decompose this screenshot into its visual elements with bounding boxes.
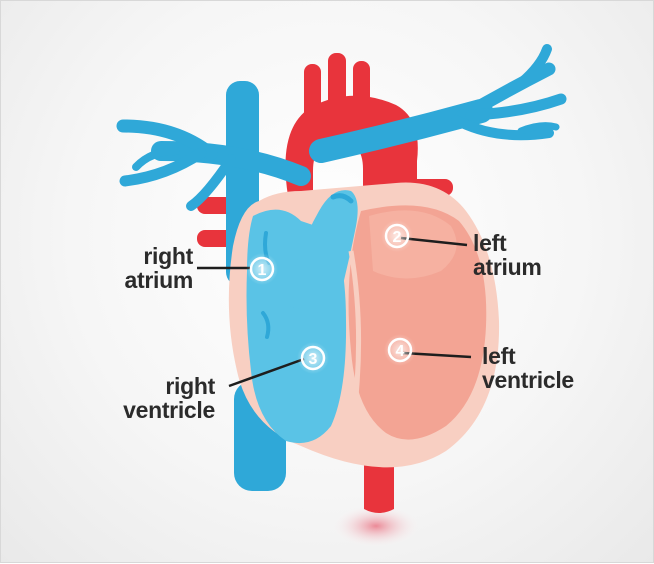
label-left-ventricle-line2: ventricle <box>482 368 592 392</box>
label-right-ventricle-line1: right <box>109 374 215 398</box>
marker-1: 1 <box>246 253 278 285</box>
label-right-atrium-line1: right <box>109 244 193 268</box>
left-atrium-inner <box>369 210 457 278</box>
marker-4-number: 4 <box>396 343 405 360</box>
label-right-ventricle-line2: ventricle <box>109 398 215 422</box>
marker-3-number: 3 <box>309 351 318 368</box>
marker-2: 2 <box>381 220 413 252</box>
label-right-ventricle: right ventricle <box>109 374 215 422</box>
label-right-atrium: right atrium <box>109 244 193 292</box>
label-left-ventricle: left ventricle <box>482 344 592 392</box>
label-left-atrium-line2: atrium <box>473 255 563 279</box>
marker-2-number: 2 <box>393 229 402 246</box>
marker-1-number: 1 <box>258 262 267 279</box>
label-left-atrium-line1: left <box>473 231 563 255</box>
marker-3: 3 <box>297 342 329 374</box>
label-right-atrium-line2: atrium <box>109 268 193 292</box>
label-left-atrium: left atrium <box>473 231 563 279</box>
label-left-ventricle-line1: left <box>482 344 592 368</box>
marker-4: 4 <box>384 334 416 366</box>
